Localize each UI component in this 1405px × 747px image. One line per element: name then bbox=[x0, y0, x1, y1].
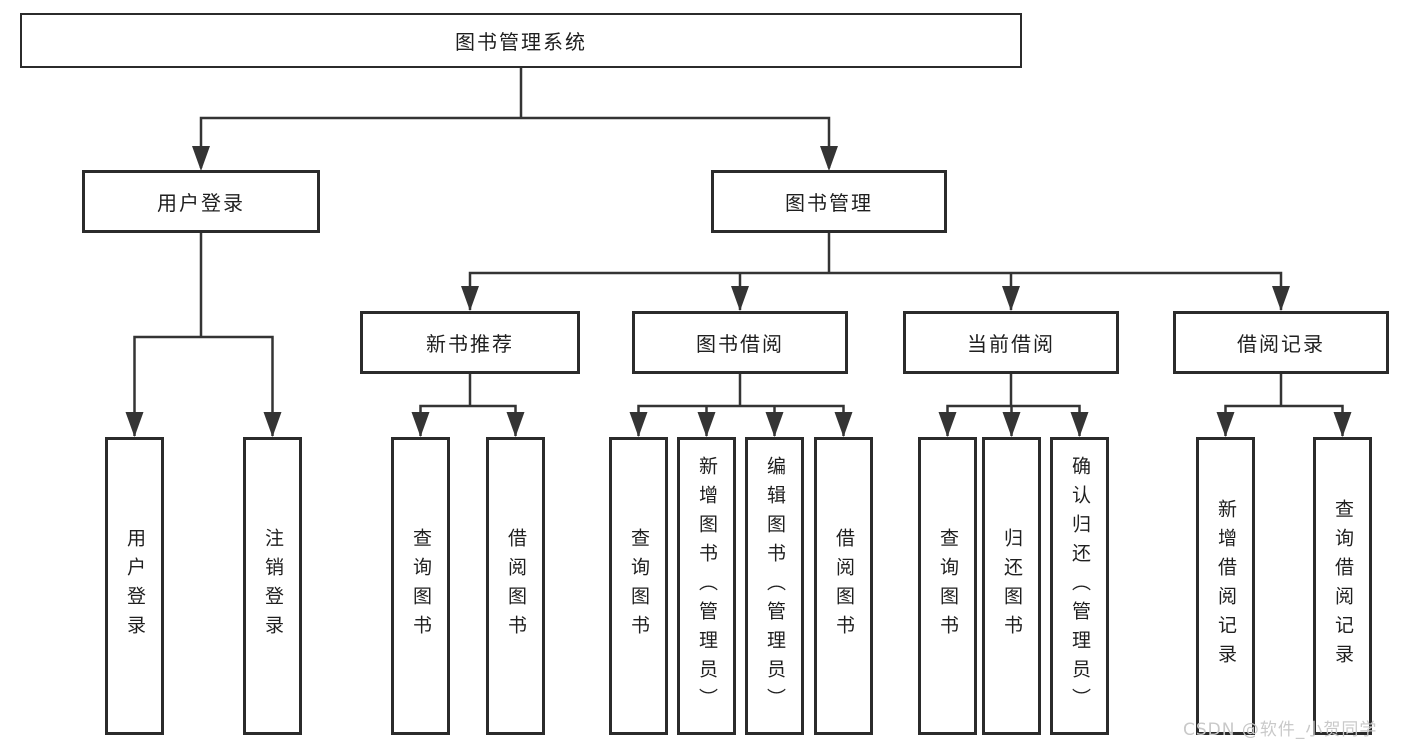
leaf-logout: 注销登录 bbox=[243, 437, 302, 735]
leaf-query-books-borrow: 查询图书 bbox=[609, 437, 668, 735]
node-label: 查询图书 bbox=[936, 528, 959, 644]
node-user-login: 用户登录 bbox=[82, 170, 320, 233]
node-label: 查询图书 bbox=[409, 528, 432, 644]
node-label: 用户登录 bbox=[157, 191, 245, 215]
node-label: 注销登录 bbox=[261, 528, 284, 644]
node-label: 归还图书 bbox=[1000, 528, 1023, 644]
leaf-query-books-current: 查询图书 bbox=[918, 437, 977, 735]
leaf-user-login: 用户登录 bbox=[105, 437, 164, 735]
node-label: 借阅记录 bbox=[1237, 332, 1325, 356]
leaf-confirm-return-admin: 确认归还（管理员） bbox=[1050, 437, 1109, 735]
leaf-query-books-recommend: 查询图书 bbox=[391, 437, 450, 735]
node-label: 借阅图书 bbox=[504, 528, 527, 644]
node-label: 借阅图书 bbox=[832, 528, 855, 644]
leaf-add-books-admin: 新增图书（管理员） bbox=[677, 437, 736, 735]
node-library-management-system: 图书管理系统 bbox=[20, 13, 1022, 68]
leaf-borrow-books-recommend: 借阅图书 bbox=[486, 437, 545, 735]
node-label: 当前借阅 bbox=[967, 332, 1055, 356]
node-label: 新增借阅记录 bbox=[1214, 499, 1237, 673]
node-new-book-recommend: 新书推荐 bbox=[360, 311, 580, 374]
csdn-watermark: CSDN @软件_小贺同学 bbox=[1183, 720, 1378, 740]
node-book-management: 图书管理 bbox=[711, 170, 947, 233]
leaf-edit-books-admin: 编辑图书（管理员） bbox=[745, 437, 804, 735]
node-borrowing-records: 借阅记录 bbox=[1173, 311, 1389, 374]
node-label: 新增图书（管理员） bbox=[695, 455, 718, 717]
leaf-query-borrow-record: 查询借阅记录 bbox=[1313, 437, 1372, 735]
node-current-borrowing: 当前借阅 bbox=[903, 311, 1119, 374]
node-label: 新书推荐 bbox=[426, 332, 514, 356]
node-book-borrowing: 图书借阅 bbox=[632, 311, 848, 374]
node-label: 编辑图书（管理员） bbox=[763, 455, 786, 717]
leaf-add-borrow-record: 新增借阅记录 bbox=[1196, 437, 1255, 735]
node-label: 图书管理 bbox=[785, 191, 873, 215]
node-label: 查询图书 bbox=[627, 528, 650, 644]
leaf-borrow-books: 借阅图书 bbox=[814, 437, 873, 735]
node-label: 用户登录 bbox=[123, 528, 146, 644]
node-label: 图书管理系统 bbox=[455, 30, 587, 54]
node-label: 图书借阅 bbox=[696, 332, 784, 356]
node-label: 查询借阅记录 bbox=[1331, 499, 1354, 673]
leaf-return-books: 归还图书 bbox=[982, 437, 1041, 735]
node-label: 确认归还（管理员） bbox=[1068, 455, 1091, 717]
